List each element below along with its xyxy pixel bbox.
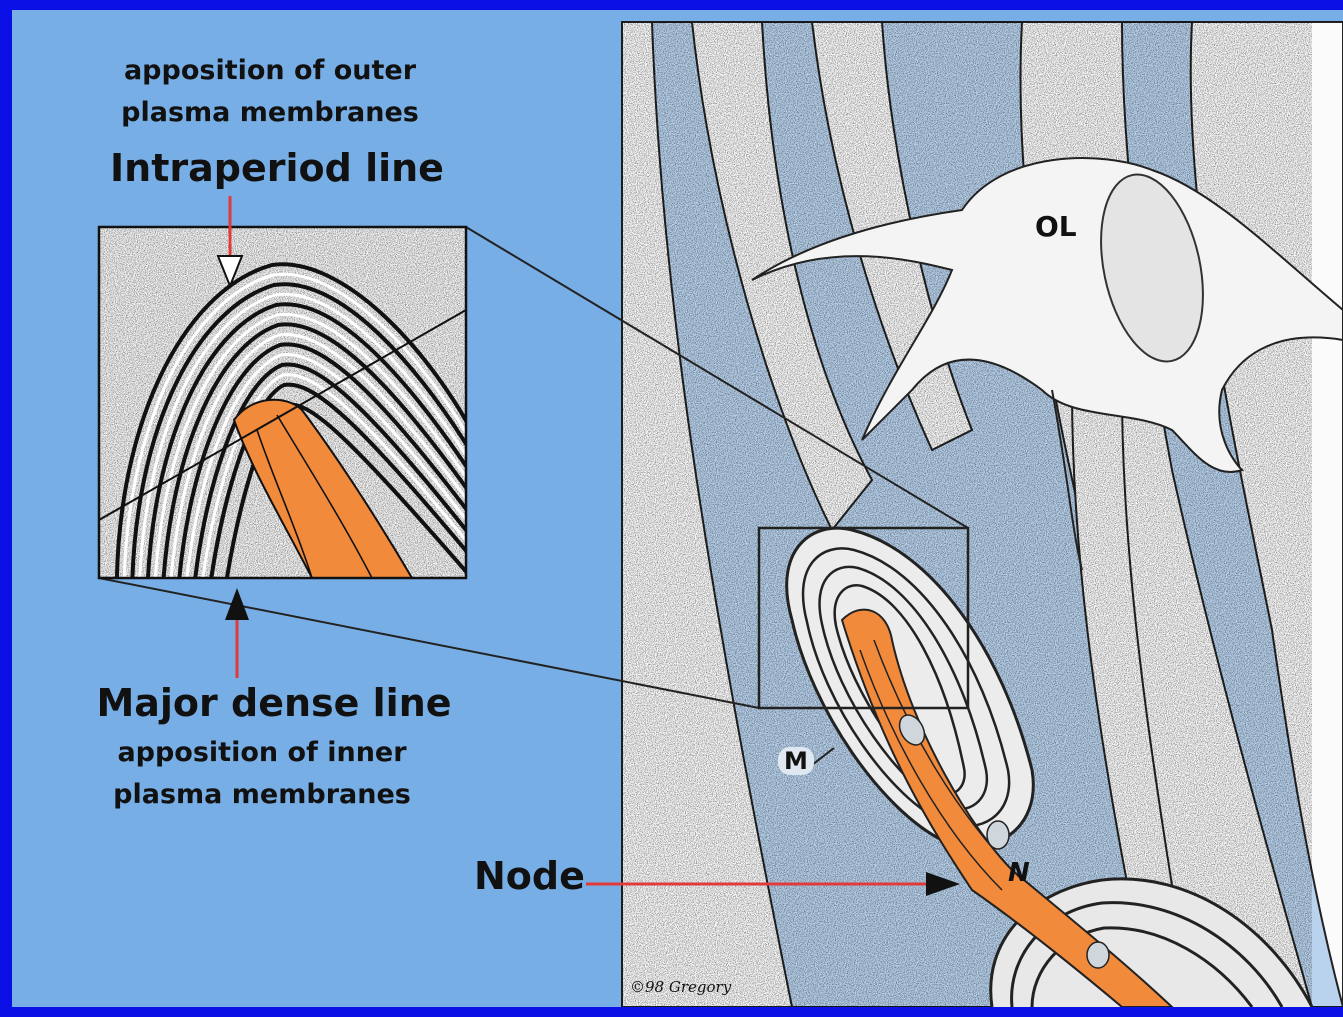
- n-label: N: [1008, 858, 1030, 888]
- major-dense-arrow: [225, 588, 249, 678]
- inner-membrane-line2: plasma membranes: [82, 774, 442, 816]
- node-label: Node: [474, 853, 585, 899]
- inner-membrane-line1: apposition of inner: [82, 732, 442, 774]
- outer-membrane-label: apposition of outer plasma membranes: [115, 50, 425, 134]
- inset-view: [99, 227, 482, 610]
- ol-label: OL: [1035, 210, 1077, 243]
- outer-membrane-line1: apposition of outer: [115, 50, 425, 92]
- artist-signature: ©98 Gregory: [630, 978, 731, 996]
- major-dense-line-label: Major dense line: [64, 680, 484, 726]
- intraperiod-line-label: Intraperiod line: [94, 145, 460, 191]
- inner-membrane-label: apposition of inner plasma membranes: [82, 732, 442, 816]
- figure-frame: apposition of outer plasma membranes Int…: [12, 10, 1343, 1007]
- m-label: M: [778, 747, 814, 775]
- outer-membrane-line2: plasma membranes: [115, 92, 425, 134]
